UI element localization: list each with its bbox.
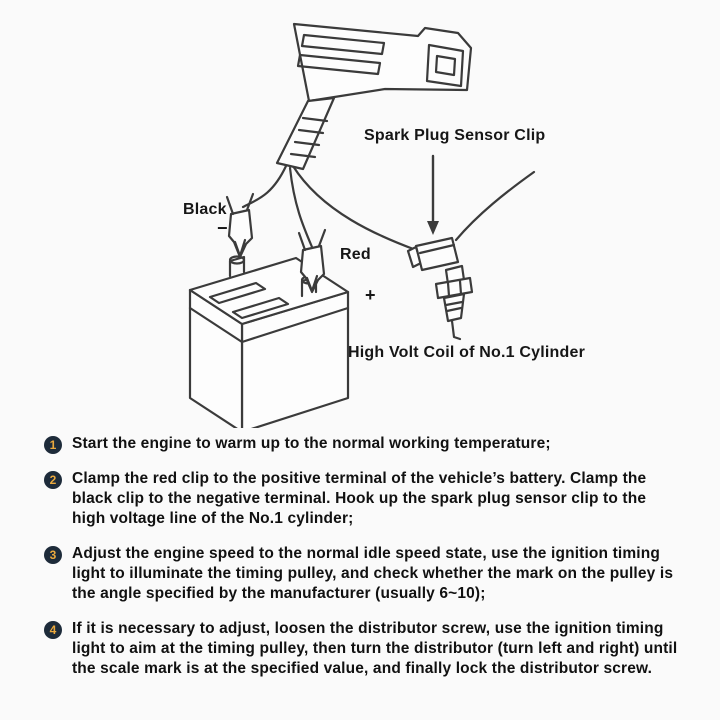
step-number-badge: 1 [44, 436, 62, 454]
instruction-steps: 1 Start the engine to warm up to the nor… [0, 428, 720, 679]
step-item-2: 2 Clamp the red clip to the positive ter… [44, 469, 680, 529]
step-text: Clamp the red clip to the positive termi… [72, 470, 647, 527]
step-number-badge: 2 [44, 471, 62, 489]
timing-light-diagram: Spark Plug Sensor Clip Black − Red + Hig… [183, 22, 586, 428]
label-spark-plug-sensor-clip: Spark Plug Sensor Clip [364, 127, 546, 144]
battery-icon [188, 255, 350, 428]
label-black-clip: Black [183, 201, 227, 218]
step-item-1: 1 Start the engine to warm up to the nor… [44, 434, 680, 454]
step-item-3: 3 Adjust the engine speed to the normal … [44, 544, 680, 604]
label-negative-sign: − [217, 218, 228, 238]
step-text: Adjust the engine speed to the normal id… [72, 545, 674, 602]
label-red-clip: Red [340, 246, 371, 263]
red-clip-icon [297, 228, 327, 294]
spark-plug-sensor-clip-icon [406, 154, 460, 272]
step-text: If it is necessary to adjust, loosen the… [72, 620, 678, 677]
diagram-line-art [188, 22, 536, 428]
black-clip-icon [225, 192, 255, 259]
label-positive-sign: + [365, 285, 376, 305]
spark-plug-icon [434, 264, 474, 341]
step-number-badge: 4 [44, 621, 62, 639]
label-high-volt-coil: High Volt Coil of No.1 Cylinder [348, 344, 586, 361]
step-item-4: 4 If it is necessary to adjust, loosen t… [44, 619, 680, 679]
timing-light-gun-icon [275, 22, 473, 171]
step-text: Start the engine to warm up to the norma… [72, 435, 551, 452]
step-number-badge: 3 [44, 546, 62, 564]
cables [241, 164, 536, 252]
